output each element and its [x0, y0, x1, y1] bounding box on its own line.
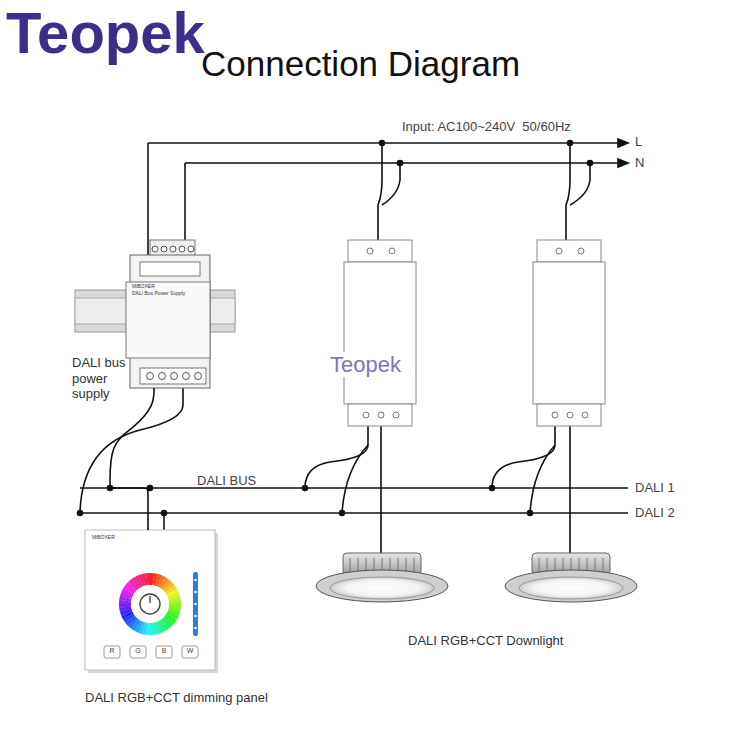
led-driver [344, 240, 605, 426]
dimming-panel [85, 530, 218, 673]
bus-wire [110, 388, 154, 530]
button-label: B [162, 647, 167, 655]
brand-mark: MiBOXER [92, 535, 115, 541]
button-label: G [135, 647, 140, 655]
downlight [316, 553, 637, 602]
device-label: DALI bus power supply [72, 355, 128, 402]
power-supply-node: DALI bus power supply [130, 255, 210, 388]
diagram-title: Connection Diagram [201, 44, 520, 84]
wire-name: N [635, 156, 644, 171]
brand-logo: Teopek [6, 0, 205, 67]
product-name: DALI RGB+CCT Downlight [408, 634, 563, 649]
brand-mark: MiBOXER [132, 284, 155, 290]
signal-name: DALI 1 [635, 481, 675, 496]
terminal-screws [147, 246, 202, 380]
device-label: DALI RGB+CCT dimming panel [85, 690, 268, 706]
wire-name: L [635, 135, 642, 150]
button-label: R [109, 647, 114, 655]
watermark: Teopek [330, 352, 401, 377]
power-supply-device [126, 240, 210, 388]
bus-name: DALI BUS [197, 474, 256, 489]
button-label: W [187, 647, 194, 655]
signal-name: DALI 2 [635, 506, 675, 521]
device-name: DALI Bus Power Supply [132, 291, 185, 297]
input-rating: Input: AC100~240V 50/60Hz [402, 120, 571, 135]
dimming-panel-node: DALI RGB+CCT dimming panel [85, 530, 215, 670]
